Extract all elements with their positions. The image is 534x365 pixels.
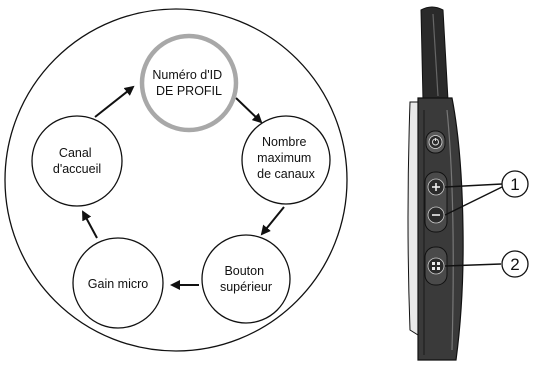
- node-label-line: d'accueil: [53, 162, 101, 176]
- callout-2: 2: [501, 250, 529, 278]
- node-circle: [139, 33, 239, 133]
- node-profile-id: Numéro d'ID DE PROFIL: [139, 33, 239, 133]
- device-edge-highlight: [446, 109, 454, 351]
- svg-text:Numéro d'ID DE PROFIL: Numéro d'ID DE PROFIL: [152, 68, 225, 98]
- node-home-channel: Canal d'accueil: [31, 115, 123, 207]
- svg-text:Bouton supérieur: Bouton supérieur: [220, 264, 272, 294]
- callout-line-1a: [444, 183, 503, 188]
- top-button[interactable]: [425, 130, 446, 154]
- callout-line-1b: [444, 186, 503, 216]
- svg-text:Gain micro: Gain micro: [88, 277, 148, 291]
- node-circle: [31, 115, 123, 207]
- volume-up-button[interactable]: [427, 178, 445, 196]
- node-circle: [201, 234, 291, 324]
- node-top-button: Bouton supérieur: [201, 234, 291, 324]
- node-label-line: Gain micro: [88, 277, 148, 291]
- node-label-line: Bouton: [224, 264, 264, 278]
- callout-1: 1: [501, 170, 529, 198]
- volume-down-button[interactable]: [427, 206, 445, 224]
- node-label-line: de canaux: [257, 167, 315, 181]
- power-icon: [432, 138, 439, 146]
- svg-text:Nombre maximum: Nombre maximum de canaux: [257, 135, 315, 181]
- node-label-line: Numéro d'ID: [152, 68, 222, 82]
- node-circle: [72, 237, 164, 329]
- callout-number: 2: [510, 255, 519, 274]
- menu-button[interactable]: [424, 246, 448, 286]
- antenna: [420, 6, 449, 101]
- callout-number: 1: [510, 175, 519, 194]
- arrow-profile-to-max: [235, 97, 263, 124]
- node-mic-gain: Gain micro: [72, 237, 164, 329]
- svg-text:Canal d'accueil: Canal d'accueil: [53, 146, 101, 176]
- arrow-home-to-profile: [94, 85, 135, 118]
- arrow-gain-to-home: [82, 210, 98, 239]
- node-circle: [241, 115, 331, 205]
- radio-device-side-view: 1 2: [407, 6, 529, 361]
- node-label-line: supérieur: [220, 280, 272, 294]
- node-label-line: Canal: [59, 146, 92, 160]
- plus-icon: [432, 183, 440, 191]
- callout-line-2: [444, 263, 502, 267]
- antenna-highlight: [432, 13, 439, 97]
- node-max-channels: Nombre maximum de canaux: [241, 115, 331, 205]
- node-label-line: Nombre: [262, 135, 307, 149]
- node-label-line: DE PROFIL: [156, 84, 222, 98]
- belt-clip: [407, 101, 419, 336]
- node-label-line: maximum: [257, 151, 311, 165]
- settings-cycle-diagram: Numéro d'ID DE PROFIL Nombre maximum de …: [4, 8, 348, 352]
- grid-icon: [432, 262, 440, 270]
- arrow-max-to-button: [260, 206, 285, 236]
